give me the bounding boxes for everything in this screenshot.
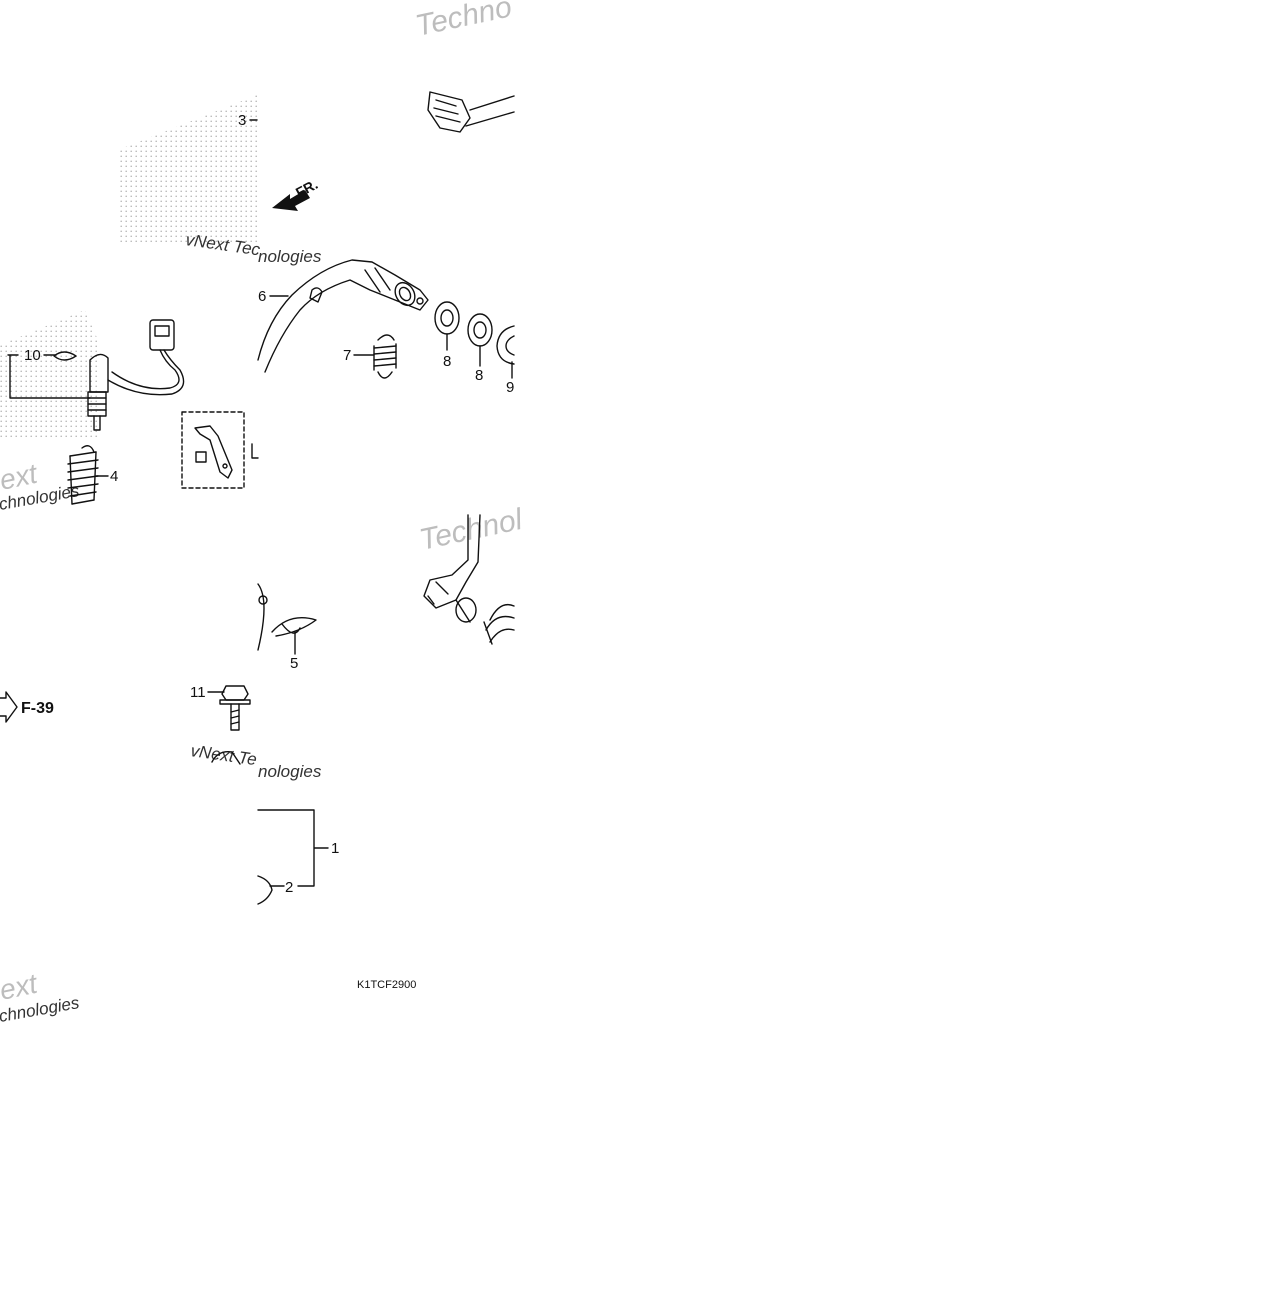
cotter-pin xyxy=(257,583,317,651)
watermark-text: nologies xyxy=(258,247,322,266)
callout-5: 5 xyxy=(290,655,298,672)
pedal-arm xyxy=(257,259,429,373)
front-direction-arrow xyxy=(272,190,310,211)
washer xyxy=(434,301,460,335)
pedal-lower-section xyxy=(423,514,515,645)
stippled-logo-fragment xyxy=(0,95,257,440)
callout-8: 8 xyxy=(475,367,483,384)
watermark-text: nologies xyxy=(258,762,322,781)
return-spring xyxy=(373,334,397,379)
watermark-text: vNext Te xyxy=(189,741,257,769)
callout-1: 1 xyxy=(331,840,339,857)
reference-arrow xyxy=(0,691,18,723)
watermark-text: Technol xyxy=(417,503,527,557)
diagram-code: K1TCF2900 xyxy=(357,979,416,991)
callout-3: 3 xyxy=(238,112,246,129)
part-fragment xyxy=(211,751,273,905)
washer xyxy=(467,313,493,347)
callout-2: 2 xyxy=(285,879,293,896)
callout-6: 6 xyxy=(258,288,266,305)
flange-bolt xyxy=(219,685,251,731)
mounting-bracket-detail xyxy=(181,411,259,489)
leader-lines xyxy=(7,119,513,887)
collar xyxy=(496,325,515,365)
reference-label: F-39 xyxy=(21,700,54,717)
callout-10: 10 xyxy=(24,347,41,364)
callout-8: 8 xyxy=(443,353,451,370)
coil-spring xyxy=(67,445,99,505)
sensor-with-harness xyxy=(53,319,185,431)
watermark-text: Techno xyxy=(413,0,515,43)
callout-7: 7 xyxy=(343,347,351,364)
callout-9: 9 xyxy=(506,379,514,396)
callout-4: 4 xyxy=(110,468,118,485)
brake-pedal-tip xyxy=(427,91,515,133)
callout-11: 11 xyxy=(190,684,206,701)
